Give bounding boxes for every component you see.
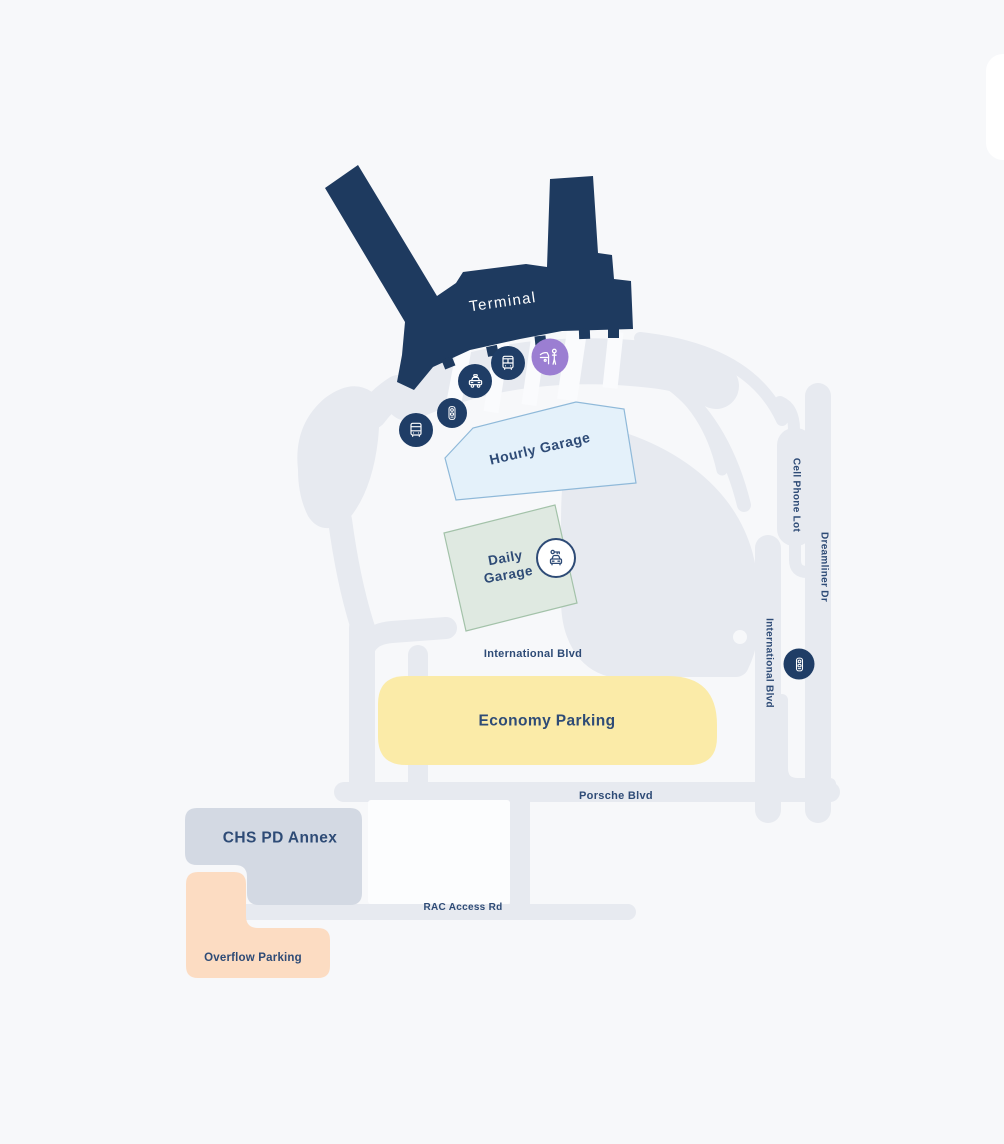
road-network [228,332,840,920]
rental-car-key-icon [544,546,568,570]
shuttle-bus-icon [406,420,426,440]
rac-access-rd-label: RAC Access Rd [423,901,503,913]
key-fob-marker-international[interactable] [783,648,815,680]
key-fob-icon [790,655,808,673]
hourly-garage-area[interactable] [444,401,637,501]
chs-pd-annex-building[interactable] [185,808,362,905]
overflow-parking-area[interactable] [186,872,330,978]
daily-garage-area[interactable] [443,504,578,632]
key-fob-marker[interactable] [437,398,467,428]
economy-parking-area[interactable] [378,676,717,765]
rideshare-pickup-icon [539,346,562,369]
taxi-icon [465,371,486,392]
key-fob-icon [443,404,461,422]
rental-car-key-marker[interactable] [536,538,576,578]
chs-pd-annex-label: CHS PD Annex [222,829,338,847]
bus-marker[interactable] [491,346,525,380]
overflow-parking-label: Overflow Parking [204,951,302,964]
bus-icon [498,353,518,373]
rideshare-pickup-marker[interactable] [531,338,569,376]
porsche-blvd-label: Porsche Blvd [579,790,653,803]
edge-control-capsule [986,54,1004,160]
international-blvd-label: International Blvd [483,648,583,661]
shuttle-bus-marker[interactable] [399,413,433,447]
taxi-marker[interactable] [458,364,492,398]
roundabout [723,620,757,654]
rac-lot-area [368,800,510,904]
economy-parking-label: Economy Parking [478,712,616,730]
cell-phone-lot-label: Cell Phone Lot [790,457,802,533]
dreamliner-dr-label: Dreamliner Dr [818,531,830,603]
international-blvd-vertical-label: International Blvd [763,618,775,708]
